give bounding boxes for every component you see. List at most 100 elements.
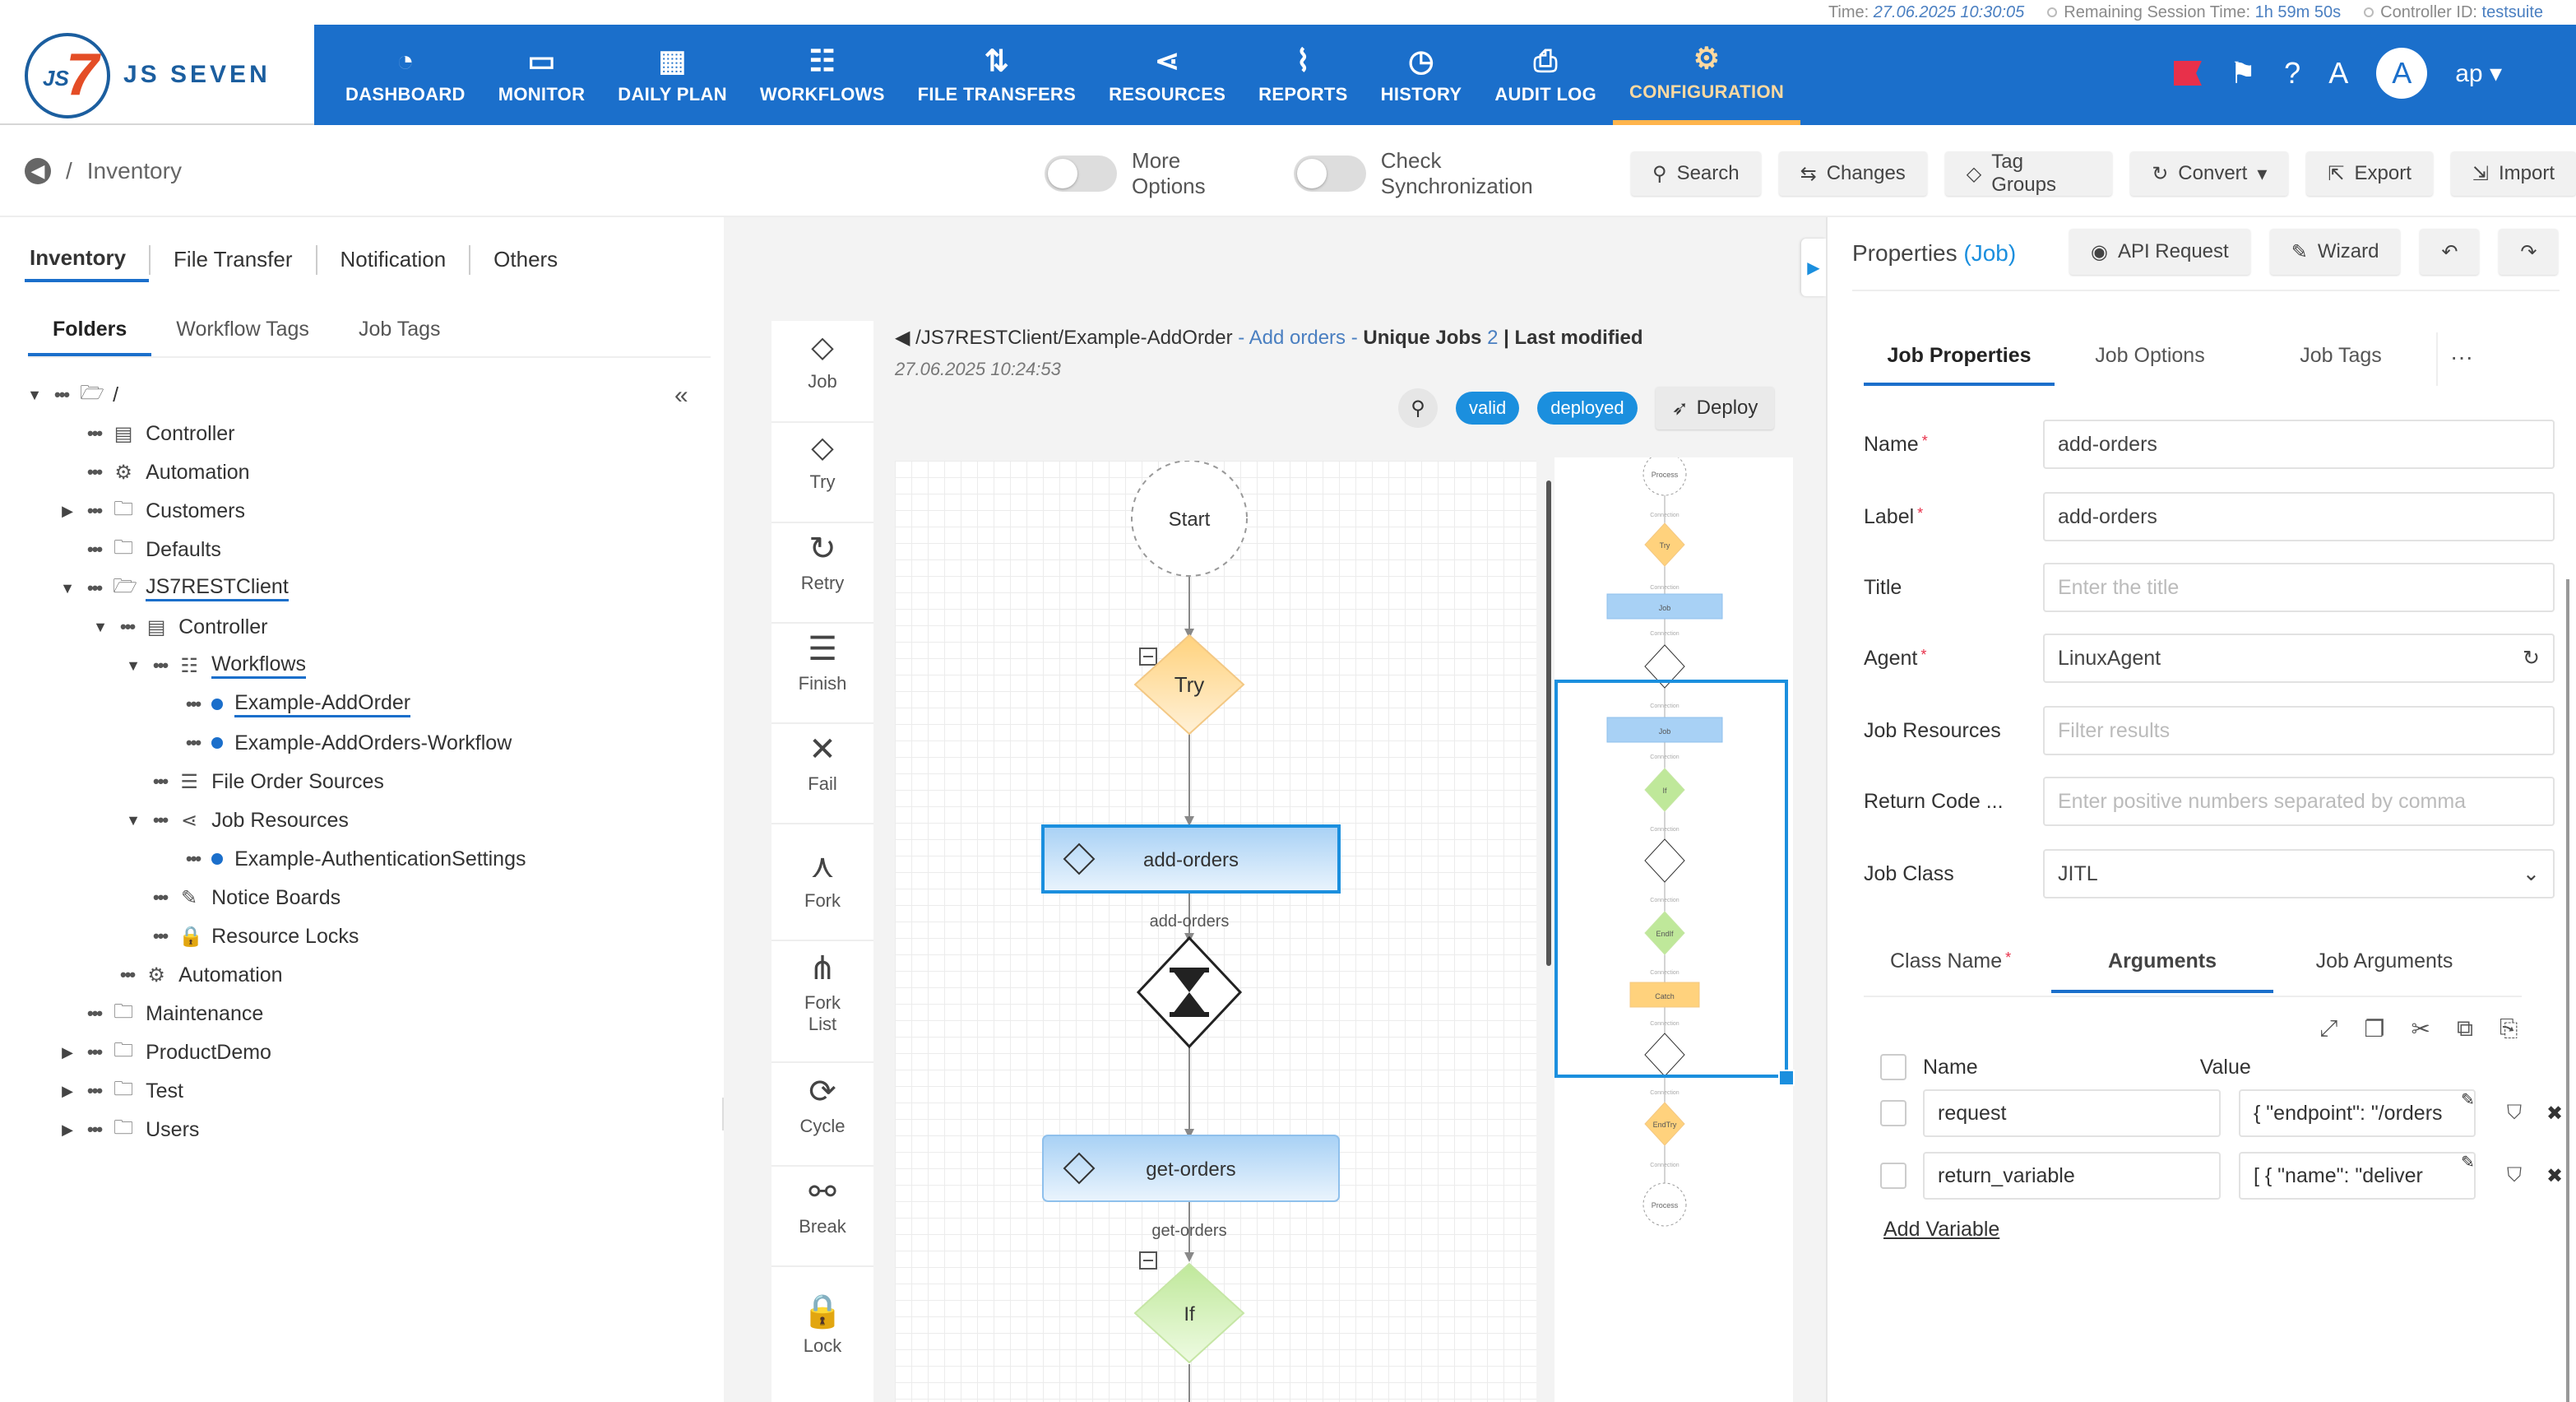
expand-icon[interactable]: ⤢: [2319, 1015, 2338, 1041]
nav-monitor[interactable]: ▭MONITOR: [482, 25, 602, 125]
argument-name-field[interactable]: return_variable: [1923, 1152, 2221, 1200]
more-actions-icon[interactable]: •••: [87, 423, 103, 443]
tree-item[interactable]: •••▤Controller: [59, 417, 234, 450]
tag-groups-button[interactable]: ◇Tag Groups: [1944, 151, 2113, 196]
copy-icon[interactable]: ⧉: [2456, 1015, 2473, 1041]
more-actions-icon[interactable]: •••: [186, 848, 202, 869]
tab-job-properties[interactable]: Job Properties: [1864, 332, 2055, 386]
if-node[interactable]: [1133, 1262, 1245, 1364]
import-button[interactable]: ⇲Import: [2450, 151, 2576, 196]
more-actions-icon[interactable]: •••: [120, 616, 136, 637]
caret-down-icon[interactable]: ▼: [93, 618, 108, 635]
more-actions-icon[interactable]: •••: [87, 1080, 103, 1101]
tab-job-tags-prop[interactable]: Job Tags: [2300, 344, 2382, 367]
logo[interactable]: JS 7 JS SEVEN: [0, 25, 314, 125]
flag-icon[interactable]: [2173, 61, 2202, 86]
palette-cycle[interactable]: ⟳Cycle: [771, 1073, 873, 1137]
tree-item[interactable]: ▶•••🗀Customers: [59, 494, 245, 527]
tab-class-name[interactable]: Class Name*: [1890, 949, 2012, 973]
breadcrumb-inventory[interactable]: Inventory: [86, 158, 182, 183]
more-actions-icon[interactable]: •••: [120, 964, 136, 985]
argument-checkbox[interactable]: [1880, 1100, 1907, 1126]
search-icon[interactable]: ⚲: [1398, 388, 1438, 428]
check-sync-toggle[interactable]: Check Synchronization: [1293, 148, 1595, 199]
nav-configuration[interactable]: ⚙CONFIGURATION: [1613, 25, 1801, 125]
tree-item[interactable]: •••✎Notice Boards: [125, 881, 341, 914]
workflow-canvas[interactable]: Start Try add-orders add-orders get-orde…: [895, 461, 1536, 1402]
caret-down-icon[interactable]: ▼: [27, 386, 42, 403]
palette-try[interactable]: ⬦Try: [771, 429, 873, 493]
language-icon[interactable]: A: [2328, 56, 2349, 90]
argument-checkbox[interactable]: [1880, 1163, 1907, 1189]
tab-workflow-tags[interactable]: Workflow Tags: [176, 318, 309, 341]
more-actions-icon[interactable]: •••: [87, 1003, 103, 1024]
tree-item[interactable]: ▼•••☷Workflows: [125, 649, 306, 682]
tab-notification[interactable]: Notification: [340, 247, 447, 272]
more-actions-icon[interactable]: •••: [87, 539, 103, 559]
wizard-button[interactable]: ✎Wizard: [2269, 229, 2401, 275]
more-tabs-icon[interactable]: ···: [2436, 332, 2486, 386]
undo-button[interactable]: ↶: [2420, 229, 2480, 275]
edit-icon[interactable]: ✎: [2461, 1154, 2475, 1172]
tree-item[interactable]: •••🔒Resource Locks: [125, 920, 359, 953]
tree-item[interactable]: ▼•••⋖Job Resources: [125, 804, 349, 837]
argument-value-field[interactable]: { "endpoint": "/orders: [2239, 1089, 2476, 1137]
toggle-switch-icon[interactable]: [1045, 156, 1118, 192]
convert-button[interactable]: ↻Convert▾: [2130, 151, 2289, 196]
tree-item[interactable]: ▶•••🗀Users: [59, 1113, 199, 1146]
start-node[interactable]: [1131, 461, 1248, 577]
tab-folders[interactable]: Folders: [28, 306, 152, 356]
remove-icon[interactable]: ✖: [2546, 1164, 2564, 1187]
tree-item[interactable]: •••Example-AddOrder: [158, 688, 411, 721]
argument-name-field[interactable]: request: [1923, 1089, 2221, 1137]
nav-reports[interactable]: ⌇REPORTS: [1242, 25, 1364, 125]
palette-fork-list[interactable]: ⋔Fork List: [771, 949, 873, 1035]
tab-inventory[interactable]: Inventory: [25, 237, 150, 282]
job-node-get-orders[interactable]: [1042, 1135, 1340, 1202]
copy-file-icon[interactable]: ❐: [2364, 1016, 2385, 1042]
palette-lock[interactable]: 🔒Lock: [771, 1292, 873, 1357]
user-menu[interactable]: ap ▾: [2455, 59, 2502, 87]
agent-field[interactable]: LinuxAgent↻: [2043, 634, 2555, 683]
nav-resources[interactable]: ⋖RESOURCES: [1092, 25, 1242, 125]
more-actions-icon[interactable]: •••: [87, 500, 103, 521]
palette-retry[interactable]: ↻Retry: [771, 530, 873, 594]
tree-item[interactable]: ▼•••▤Controller: [92, 610, 267, 643]
toggle-switch-icon[interactable]: [1293, 156, 1366, 192]
argument-value-field[interactable]: [ { "name": "deliver: [2239, 1152, 2476, 1200]
job-node-add-orders[interactable]: [1041, 824, 1341, 894]
caret-down-icon[interactable]: ▼: [126, 657, 141, 674]
collapse-tree-icon[interactable]: «: [674, 382, 688, 409]
caret-right-icon[interactable]: ▶: [62, 502, 73, 519]
palette-finish[interactable]: ☰Finish: [771, 630, 873, 694]
title-field[interactable]: Enter the title: [2043, 563, 2555, 612]
search-button[interactable]: ⚲Search: [1630, 151, 1761, 196]
tree-item[interactable]: •••🗀Maintenance: [59, 997, 263, 1030]
nav-history[interactable]: ◷HISTORY: [1364, 25, 1479, 125]
job-resources-field[interactable]: Filter results: [2043, 706, 2555, 755]
tree-item[interactable]: •••Example-AddOrders-Workflow: [158, 727, 512, 759]
nav-audit-log[interactable]: ⎙AUDIT LOG: [1478, 25, 1613, 125]
api-request-button[interactable]: ◉API Request: [2069, 229, 2250, 275]
tree-item[interactable]: •••Example-AuthenticationSettings: [158, 843, 526, 875]
minimap-resize-handle[interactable]: [1778, 1070, 1795, 1086]
caret-down-icon[interactable]: ▼: [126, 811, 141, 829]
nav-daily-plan[interactable]: ▦DAILY PLAN: [601, 25, 744, 125]
more-actions-icon[interactable]: •••: [87, 1042, 103, 1062]
export-button[interactable]: ⇱Export: [2306, 151, 2433, 196]
workflow-minimap[interactable]: Process Connection Try Connection Job Co…: [1554, 452, 1795, 1402]
tab-others[interactable]: Others: [493, 247, 558, 272]
more-actions-icon[interactable]: •••: [186, 694, 202, 714]
cut-icon[interactable]: ✂: [2411, 1016, 2430, 1042]
more-actions-icon[interactable]: •••: [87, 1119, 103, 1140]
add-variable-link[interactable]: Add Variable: [1883, 1218, 2000, 1241]
changes-button[interactable]: ⇆Changes: [1778, 151, 1927, 196]
tree-item[interactable]: •••🗀Defaults: [59, 533, 221, 566]
shield-icon[interactable]: ⛉: [2507, 1102, 2522, 1124]
refresh-agent-icon[interactable]: ↻: [2523, 647, 2540, 670]
redo-button[interactable]: ↷: [2499, 229, 2559, 275]
caret-right-icon[interactable]: ▶: [62, 1121, 73, 1138]
palette-job[interactable]: ⬦Job: [771, 329, 873, 392]
notification-icon[interactable]: ⚑: [2229, 56, 2257, 90]
nav-dashboard[interactable]: ◔DASHBOARD: [329, 25, 482, 125]
